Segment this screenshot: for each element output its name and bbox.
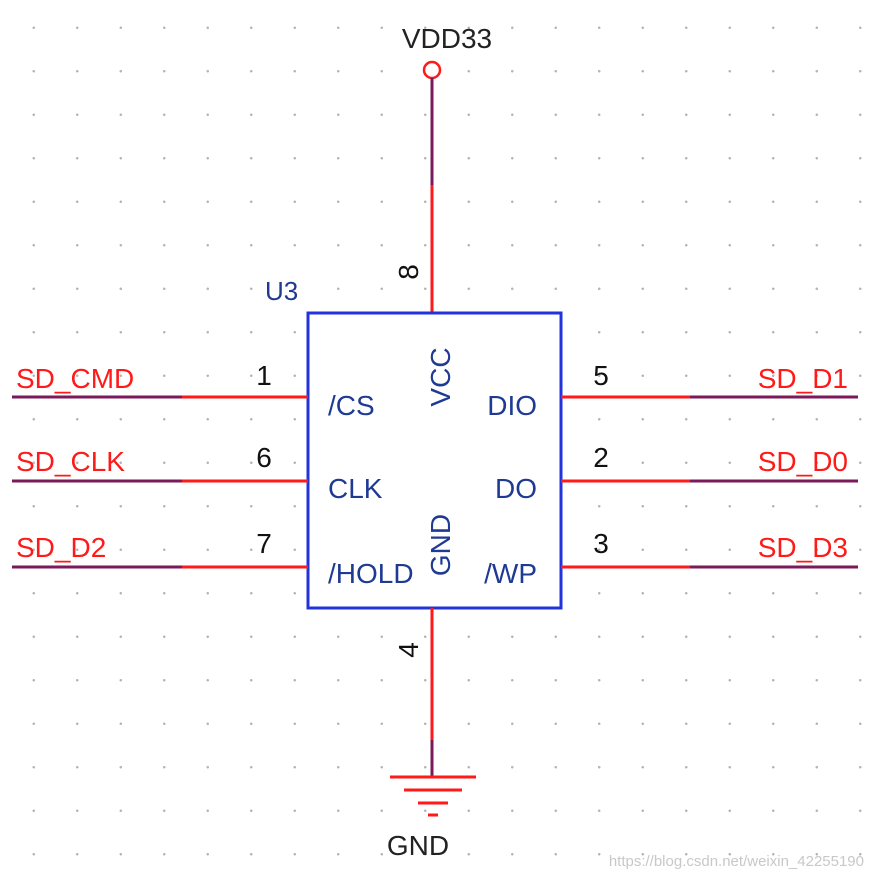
watermark-text: https://blog.csdn.net/weixin_42255190	[609, 853, 864, 870]
pin-6-number: 6	[256, 442, 272, 473]
pin-4-number: 4	[393, 642, 424, 658]
pin-1-number: 1	[256, 360, 272, 391]
pin-8-number: 8	[393, 264, 424, 280]
pin-do-name: DO	[495, 473, 537, 504]
gnd-power-label: GND	[387, 830, 449, 861]
pin-hold-name: /HOLD	[328, 558, 414, 589]
vdd-power-label: VDD33	[402, 23, 492, 54]
pin-wp-name: /WP	[484, 558, 537, 589]
pin-clk-name: CLK	[328, 473, 383, 504]
ground-symbol-icon	[390, 775, 476, 817]
power-port-circle-icon	[422, 60, 442, 80]
component-refdes: U3	[265, 276, 298, 306]
net-label-sd-d3: SD_D3	[758, 532, 848, 563]
net-label-sd-d1: SD_D1	[758, 363, 848, 394]
component-body[interactable]	[306, 311, 563, 610]
pin-3-number: 3	[593, 528, 609, 559]
net-label-sd-clk: SD_CLK	[16, 446, 125, 477]
pin-dio-name: DIO	[487, 390, 537, 421]
net-label-sd-d2: SD_D2	[16, 532, 106, 563]
pin-cs-name: /CS	[328, 390, 375, 421]
net-label-sd-cmd: SD_CMD	[16, 363, 134, 394]
pin-vcc-name: VCC	[425, 347, 456, 406]
pin-gnd-name: GND	[425, 514, 456, 576]
pin-5-number: 5	[593, 360, 609, 391]
pin-7-number: 7	[256, 528, 272, 559]
pin-2-number: 2	[593, 442, 609, 473]
net-label-sd-d0: SD_D0	[758, 446, 848, 477]
